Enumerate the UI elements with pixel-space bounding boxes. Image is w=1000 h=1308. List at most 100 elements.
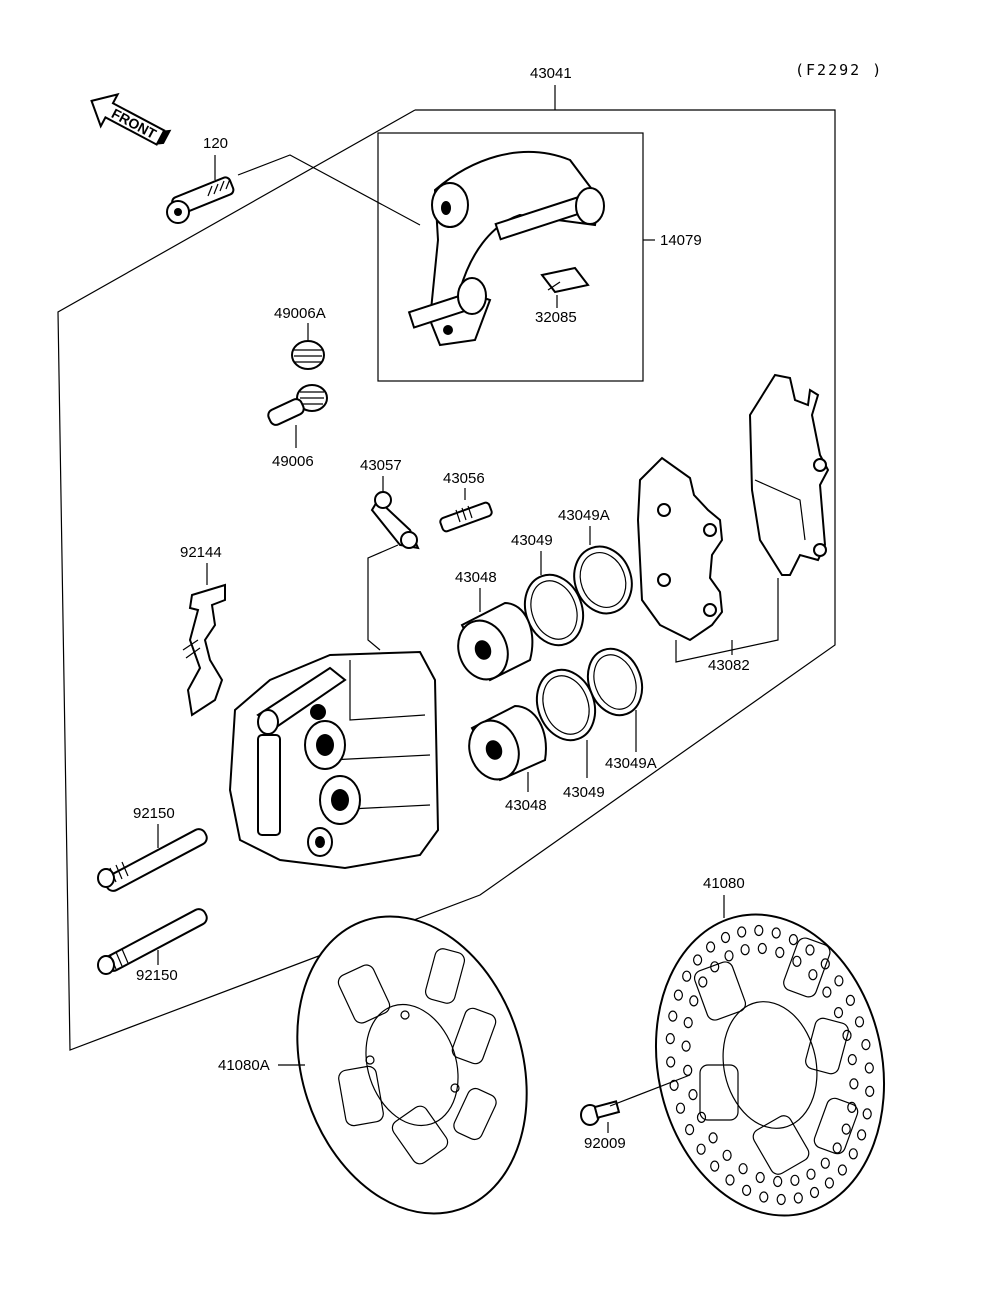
seal-43049-bottom: [535, 668, 597, 742]
label-43049-bottom: 43049: [563, 784, 605, 801]
drill-hole: [845, 994, 856, 1007]
drill-hole: [722, 1149, 732, 1161]
drill-hole: [698, 976, 708, 988]
fitting-plate-43057: [370, 491, 420, 550]
label-92144: 92144: [180, 544, 222, 561]
drill-hole: [841, 1123, 851, 1135]
drill-hole: [808, 969, 818, 981]
caliper-body: [228, 650, 440, 870]
label-43049-top: 43049: [511, 532, 553, 549]
label-14079: 14079: [660, 232, 702, 249]
drill-hole: [720, 931, 731, 944]
label-43056: 43056: [443, 470, 485, 487]
drill-hole: [822, 986, 832, 998]
drill-hole: [673, 989, 684, 1001]
drill-hole: [847, 1053, 857, 1066]
front-arrow-icon: FRONT: [90, 92, 172, 146]
drill-hole: [759, 1191, 769, 1203]
drill-hole: [710, 1160, 720, 1172]
drill-hole: [788, 933, 799, 946]
drill-hole: [755, 1171, 765, 1184]
label-92150-bottom: 92150: [136, 967, 178, 984]
drill-holes: [665, 924, 875, 1206]
drill-hole: [741, 1184, 752, 1197]
assembly-outline: [57, 109, 836, 1051]
drill-hole: [847, 1101, 857, 1114]
drill-hole: [683, 1016, 693, 1029]
drill-hole: [775, 946, 785, 959]
drill-hole: [737, 926, 747, 938]
drill-hole: [790, 1174, 800, 1186]
brake-pad-front-43082: [636, 456, 724, 642]
drill-hole: [806, 1168, 816, 1180]
label-92009: 92009: [584, 1135, 626, 1152]
label-43082: 43082: [708, 657, 750, 674]
label-92150-top: 92150: [133, 805, 175, 822]
drill-hole: [856, 1129, 867, 1141]
label-43049a-top: 43049A: [558, 507, 610, 524]
drill-hole: [833, 1006, 844, 1019]
label-43048-bottom: 43048: [505, 797, 547, 814]
label-49006a: 49006A: [274, 305, 326, 322]
drill-hole: [776, 1193, 786, 1206]
drill-hole: [865, 1085, 875, 1098]
drill-hole: [837, 1164, 848, 1176]
drill-hole: [665, 1032, 675, 1045]
drill-hole: [705, 941, 716, 953]
drill-hole: [754, 924, 764, 937]
drill-hole: [820, 1157, 830, 1169]
drill-hole: [681, 1040, 691, 1052]
label-49006: 49006: [272, 453, 314, 470]
drill-hole: [842, 1029, 852, 1042]
drill-hole: [669, 1079, 679, 1092]
bleeder-screw-43056: [439, 501, 493, 533]
drill-hole: [740, 944, 750, 956]
holder-box: [377, 132, 644, 382]
drill-hole: [864, 1062, 874, 1074]
drill-hole: [862, 1108, 872, 1120]
label-43057: 43057: [360, 457, 402, 474]
drill-hole: [832, 1142, 842, 1154]
label-41080: 41080: [703, 875, 745, 892]
disc-bolt-92009: [580, 1100, 621, 1126]
drill-hole: [738, 1163, 748, 1175]
drill-hole: [692, 954, 703, 966]
drill-hole: [675, 1102, 686, 1114]
holder-spring-32085: [540, 266, 590, 294]
bleeder-valve-49006: [267, 384, 328, 426]
drill-hole: [710, 961, 720, 973]
drill-hole: [724, 950, 734, 962]
brake-disc-41080: [654, 913, 886, 1217]
drill-hole: [849, 1078, 859, 1090]
brake-pad-back-43082: [748, 373, 830, 576]
piston-43048-top: [457, 601, 534, 682]
drill-hole: [725, 1174, 735, 1186]
fitting-to-caliper-line: [367, 544, 399, 651]
disc-bolt-line: [609, 1074, 691, 1107]
slide-pin-92150-top: [97, 828, 208, 892]
drill-hole: [682, 970, 692, 982]
drill-hole: [696, 1111, 707, 1124]
drill-hole: [773, 1175, 783, 1188]
drill-hole: [684, 1123, 695, 1136]
slide-pin-92150-bottom: [97, 908, 208, 975]
diagram-code: (F2292 ): [795, 61, 883, 79]
drill-hole: [854, 1016, 865, 1028]
drill-hole: [793, 1192, 803, 1204]
pad-spring-92144: [182, 583, 226, 717]
drill-hole: [861, 1038, 871, 1051]
bolt-120: [166, 176, 235, 224]
label-120: 120: [203, 135, 228, 152]
piston-43048-bottom: [468, 704, 547, 782]
label-41080a: 41080A: [218, 1057, 270, 1074]
drill-hole: [820, 958, 830, 970]
drill-hole: [834, 975, 844, 987]
drill-hole: [708, 1132, 718, 1144]
drill-hole: [666, 1056, 676, 1068]
bleeder-cap-49006a: [291, 340, 325, 370]
drill-hole: [689, 995, 699, 1007]
seal-43049a-top: [573, 545, 633, 615]
pads-bracket: [675, 578, 779, 663]
drill-hole: [805, 944, 815, 956]
